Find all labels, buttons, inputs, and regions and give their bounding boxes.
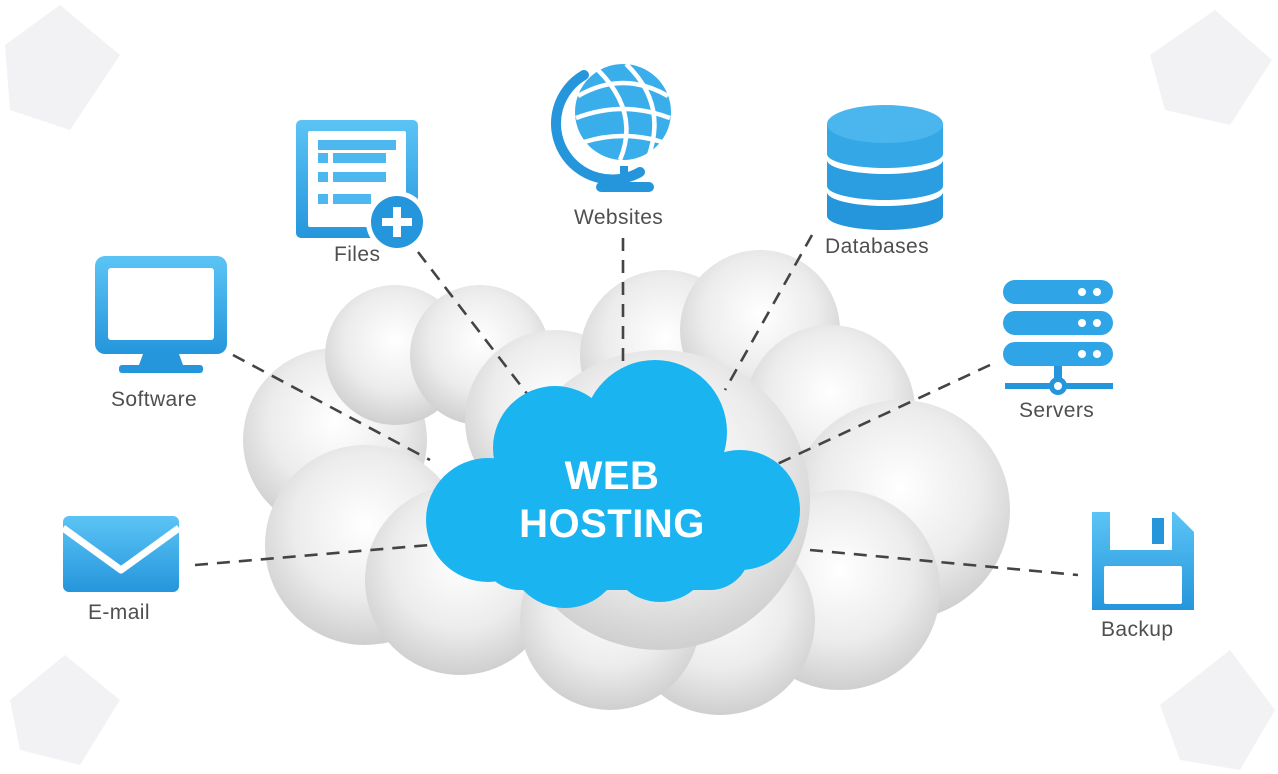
connector-servers (774, 363, 991, 467)
envelope-icon (60, 516, 182, 592)
software-label: Software (111, 388, 198, 411)
servers-label: Servers (1019, 399, 1095, 422)
file-add-icon (296, 120, 428, 253)
center-title-line2: HOSTING (519, 502, 705, 546)
center-title-line1: WEB (564, 454, 660, 498)
globe-icon (551, 62, 671, 192)
websites-label: Websites (574, 206, 664, 229)
floppy-disk-icon (1092, 512, 1194, 610)
files-label: Files (334, 243, 381, 266)
databases-label: Databases (825, 235, 929, 258)
server-rack-icon (1003, 280, 1113, 395)
database-icon (827, 105, 943, 230)
connector-files (416, 251, 530, 396)
center-cloud (426, 360, 800, 608)
backup-label: Backup (1101, 618, 1174, 641)
connector-software (232, 353, 431, 462)
background-decoration (5, 5, 1275, 770)
monitor-icon (95, 256, 227, 373)
email-label: E-mail (88, 601, 150, 624)
connector-databases (723, 234, 814, 391)
connector-backup (809, 548, 1079, 577)
connector-email (194, 543, 431, 567)
connectors (194, 234, 1079, 577)
